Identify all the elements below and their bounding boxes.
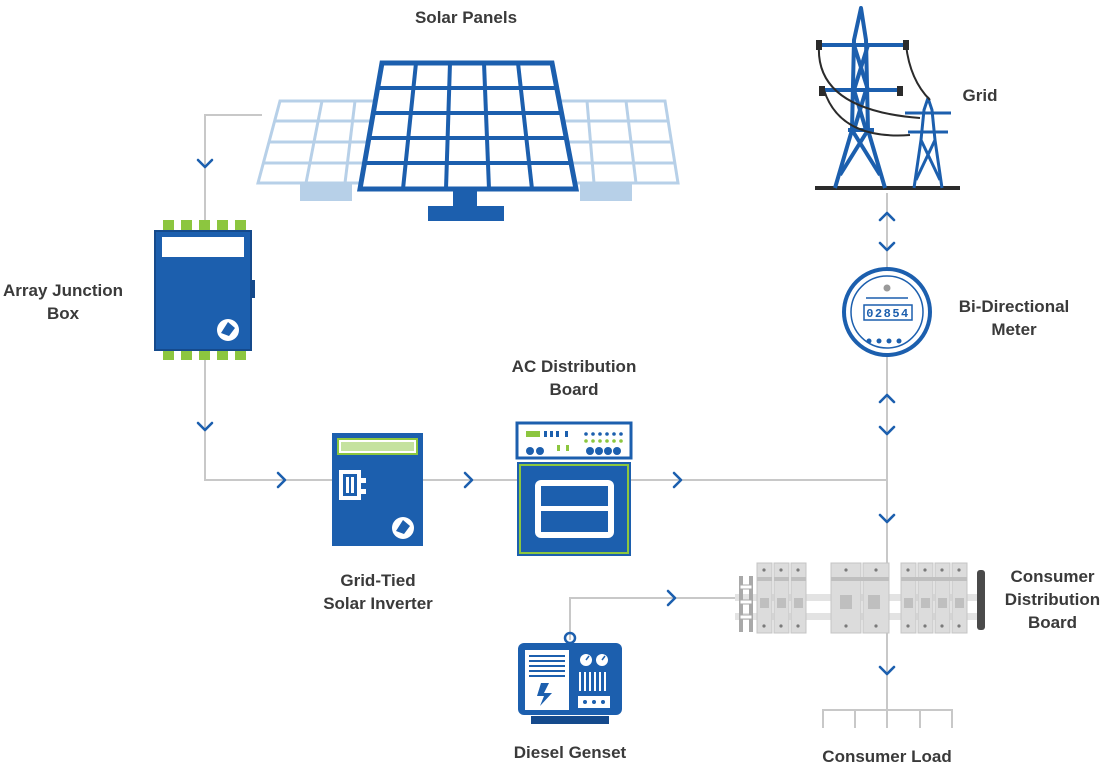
label-consumer-distribution-board: Consumer Distribution Board — [995, 565, 1110, 634]
label-line: Grid-Tied — [340, 571, 416, 590]
chevron-up-icon — [878, 393, 896, 404]
grid-tied-inverter-icon — [332, 433, 423, 546]
label-line: Distribution — [1004, 590, 1101, 609]
chevron-right-icon — [672, 471, 683, 489]
label-ac-distribution-board: AC Distribution Board — [494, 355, 654, 401]
label-line: AC Distribution — [511, 357, 637, 376]
label-bi-directional-meter: Bi-Directional Meter — [944, 295, 1084, 341]
chevron-right-icon — [666, 589, 677, 607]
solar-panel-center — [357, 60, 580, 192]
label-consumer-load: Consumer Load — [822, 747, 952, 766]
chevron-down-icon — [878, 425, 896, 436]
line-genset-to-cdb — [569, 597, 740, 640]
chevron-down-icon — [196, 158, 214, 169]
array-junction-box-icon — [154, 220, 255, 360]
consumer-load-icon — [822, 709, 953, 728]
label-line: Board — [549, 380, 599, 399]
chevron-down-icon — [196, 421, 214, 432]
label-line: Array Junction — [3, 281, 123, 300]
chevron-up-icon — [878, 211, 896, 222]
label-diesel-genset: Diesel Genset — [513, 743, 627, 762]
line-panels-to-junction — [204, 114, 262, 223]
consumer-distribution-board-icon — [735, 562, 985, 634]
chevron-right-icon — [276, 471, 287, 489]
grid-tower-icon — [815, 6, 960, 190]
label-line: Box — [46, 304, 80, 323]
meter-reading: 02854 — [866, 307, 910, 321]
ac-distribution-board-icon — [515, 421, 633, 556]
chevron-down-icon — [878, 665, 896, 676]
solar-panels-icon — [256, 60, 680, 221]
label-line: Consumer — [1010, 567, 1095, 586]
label-grid-tied-inverter: Grid-Tied Solar Inverter — [308, 569, 448, 615]
bi-directional-meter-icon: 02854 — [842, 267, 932, 357]
flow-arrows — [196, 158, 896, 676]
chevron-right-icon — [463, 471, 474, 489]
chevron-down-icon — [878, 513, 896, 524]
label-line: Meter — [991, 320, 1037, 339]
label-line: Bi-Directional — [958, 297, 1070, 316]
label-grid: Grid — [962, 86, 998, 105]
label-array-junction-box: Array Junction Box — [0, 279, 126, 325]
connector-lines — [204, 114, 888, 710]
chevron-down-icon — [878, 241, 896, 252]
label-line: Solar Inverter — [323, 594, 433, 613]
diesel-genset-icon — [518, 631, 622, 724]
label-line: Board — [1027, 613, 1078, 632]
label-solar-panels: Solar Panels — [414, 8, 518, 27]
line-junction-to-inverter — [204, 357, 333, 481]
